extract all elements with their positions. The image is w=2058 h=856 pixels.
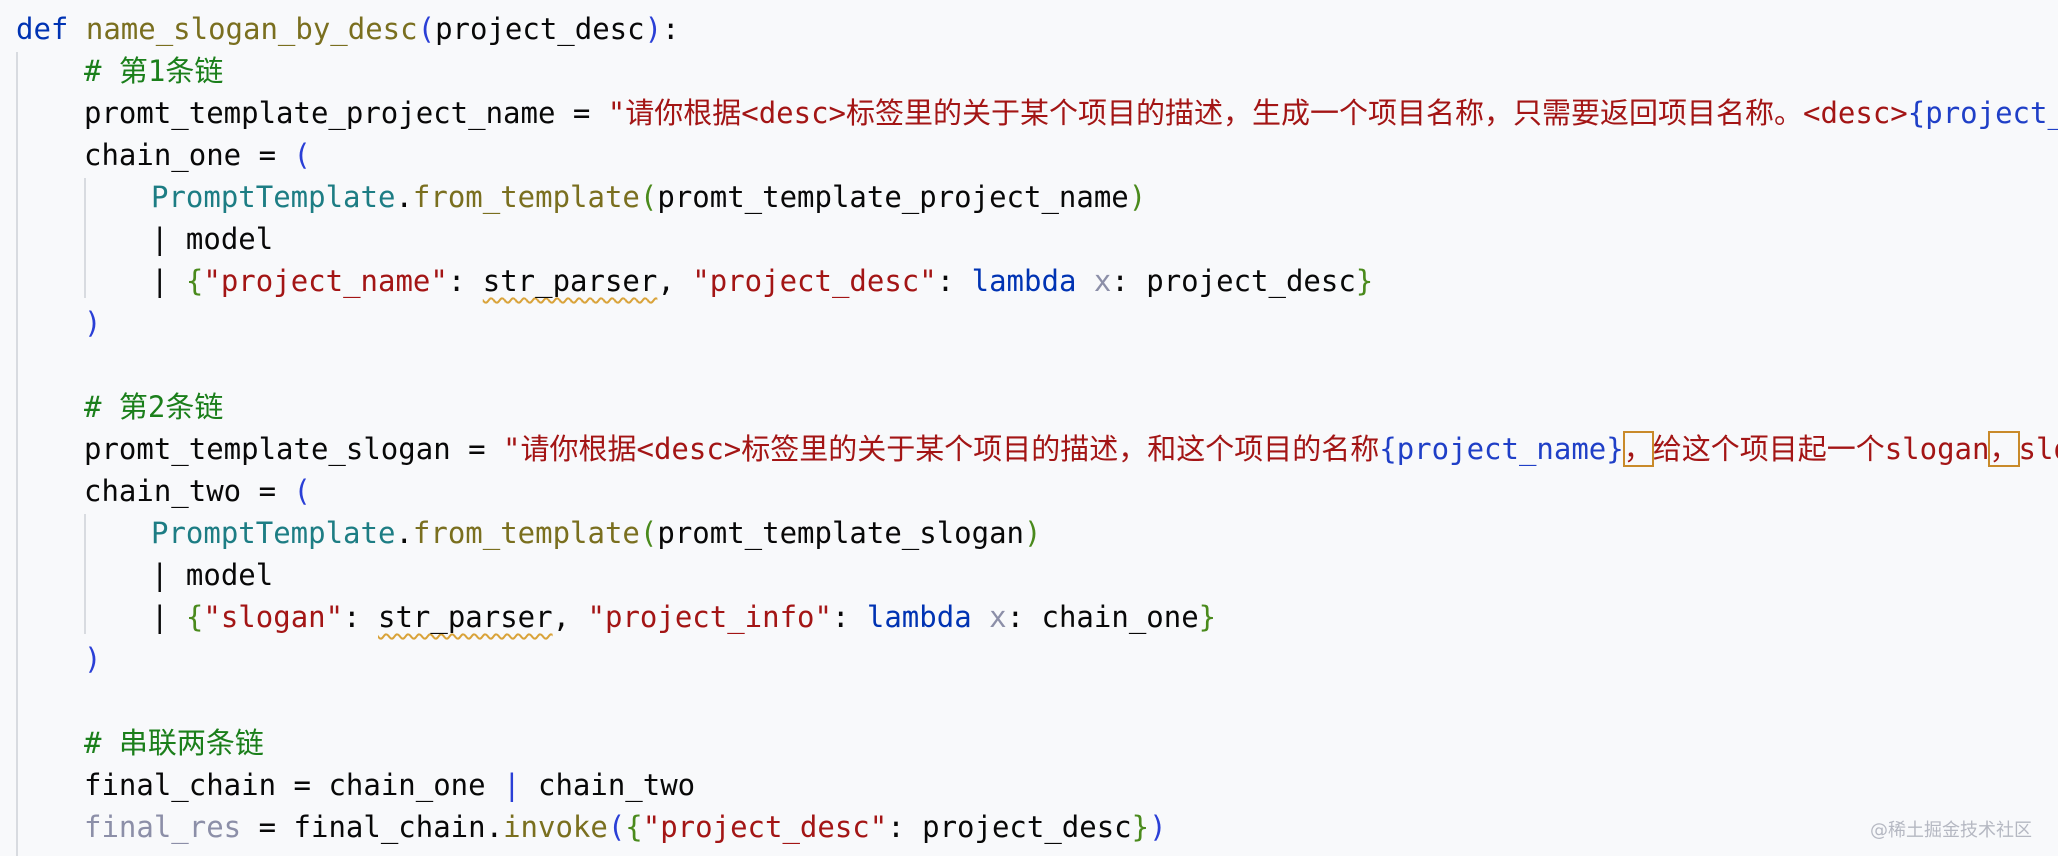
indent-guide (84, 178, 86, 298)
template-placeholder-project-desc: {project_desc (1907, 96, 2058, 130)
var-project-desc: project_desc (1146, 264, 1356, 298)
code-line-10[interactable]: # 第2条链 (84, 386, 223, 428)
key-project-info: "project_info" (587, 600, 832, 634)
param-project-desc: project_desc (435, 12, 645, 46)
code-line-6[interactable]: | model (151, 222, 274, 256)
template-placeholder-project-name: {project_name} (1379, 432, 1624, 466)
var-chain-two: chain_two (538, 768, 696, 802)
method-invoke: invoke (503, 810, 608, 844)
comment-serial-chains: # 串联两条链 (84, 726, 264, 760)
keyword-lambda: lambda (971, 264, 1077, 298)
string-slogan-part-2: 给这个项目起一个slogan (1652, 432, 1990, 466)
var-chain-one: chain_one (84, 138, 242, 172)
code-line-4[interactable]: chain_one = ( (84, 138, 311, 172)
string-project-name-template: "请你根据<desc>标签里的关于某个项目的描述，生成一个项目名称，只需要返回项… (607, 96, 1908, 130)
var-chain-one: chain_one (328, 768, 486, 802)
comment-chain-2: # 第2条链 (84, 390, 224, 424)
code-line-20[interactable]: final_res = final_chain.invoke({"project… (84, 810, 1167, 844)
code-line-11[interactable]: promt_template_slogan = "请你根据<desc>标签里的关… (84, 428, 2058, 470)
key-project-desc: "project_desc" (692, 264, 937, 298)
code-line-16[interactable]: ) (84, 642, 102, 676)
arg-promt-template-slogan: promt_template_slogan (657, 516, 1025, 550)
var-chain-two: chain_two (84, 474, 242, 508)
method-from-template: from_template (412, 180, 640, 214)
lambda-param-x: x (989, 600, 1007, 634)
code-line-5[interactable]: PromptTemplate.from_template(promt_templ… (151, 180, 1147, 214)
code-line-18[interactable]: # 串联两条链 (84, 722, 264, 764)
code-line-12[interactable]: chain_two = ( (84, 474, 311, 508)
code-line-14[interactable]: | model (151, 558, 274, 592)
key-slogan: "slogan" (203, 600, 344, 634)
code-line-15[interactable]: | {"slogan": str_parser, "project_info":… (151, 600, 1217, 634)
keyword-def: def (16, 12, 69, 46)
key-project-desc: "project_desc" (642, 810, 888, 844)
highlighted-comma: ， (1622, 431, 1654, 467)
watermark: @稀土掘金技术社区 (1870, 820, 2032, 841)
var-final-chain: final_chain (84, 768, 277, 802)
keyword-lambda: lambda (866, 600, 972, 634)
string-slogan-template: "请你根据<desc>标签里的关于某个项目的描述，和这个项目的名称 (503, 432, 1380, 466)
code-line-2[interactable]: # 第1条链 (84, 50, 223, 92)
var-chain-one: chain_one (1041, 600, 1199, 634)
var-final-res: final_res (84, 810, 242, 844)
code-line-1[interactable]: def name_slogan_by_desc(project_desc): (16, 12, 680, 46)
highlighted-comma: ， (1988, 431, 2020, 467)
code-line-7[interactable]: | {"project_name": str_parser, "project_… (151, 264, 1374, 298)
key-project-name: "project_name" (203, 264, 448, 298)
var-str-parser: str_parser (482, 264, 658, 298)
class-prompt-template: PromptTemplate (151, 180, 396, 214)
code-line-13[interactable]: PromptTemplate.from_template(promt_templ… (151, 516, 1042, 550)
var-promt-template-project-name: promt_template_project_name (84, 96, 556, 130)
function-name: name_slogan_by_desc (85, 12, 418, 46)
code-line-19[interactable]: final_chain = chain_one | chain_two (84, 768, 696, 802)
arg-promt-template-project-name: promt_template_project_name (657, 180, 1129, 214)
var-project-desc: project_desc (922, 810, 1132, 844)
lambda-param-x: x (1093, 264, 1112, 298)
code-line-8[interactable]: ) (84, 306, 102, 340)
var-str-parser: str_parser (378, 600, 553, 634)
var-final-chain: final_chain (293, 810, 486, 844)
var-model: model (185, 558, 274, 592)
var-model: model (185, 222, 274, 256)
code-line-3[interactable]: promt_template_project_name = "请你根据<desc… (84, 92, 2058, 134)
indent-guide (84, 514, 86, 634)
class-prompt-template: PromptTemplate (151, 516, 396, 550)
comment-chain-1: # 第1条链 (84, 54, 224, 88)
string-slogan-part-3: slogan要 (2018, 432, 2058, 466)
var-promt-template-slogan: promt_template_slogan (84, 432, 451, 466)
indent-guide (16, 52, 18, 856)
method-from-template: from_template (412, 516, 640, 550)
